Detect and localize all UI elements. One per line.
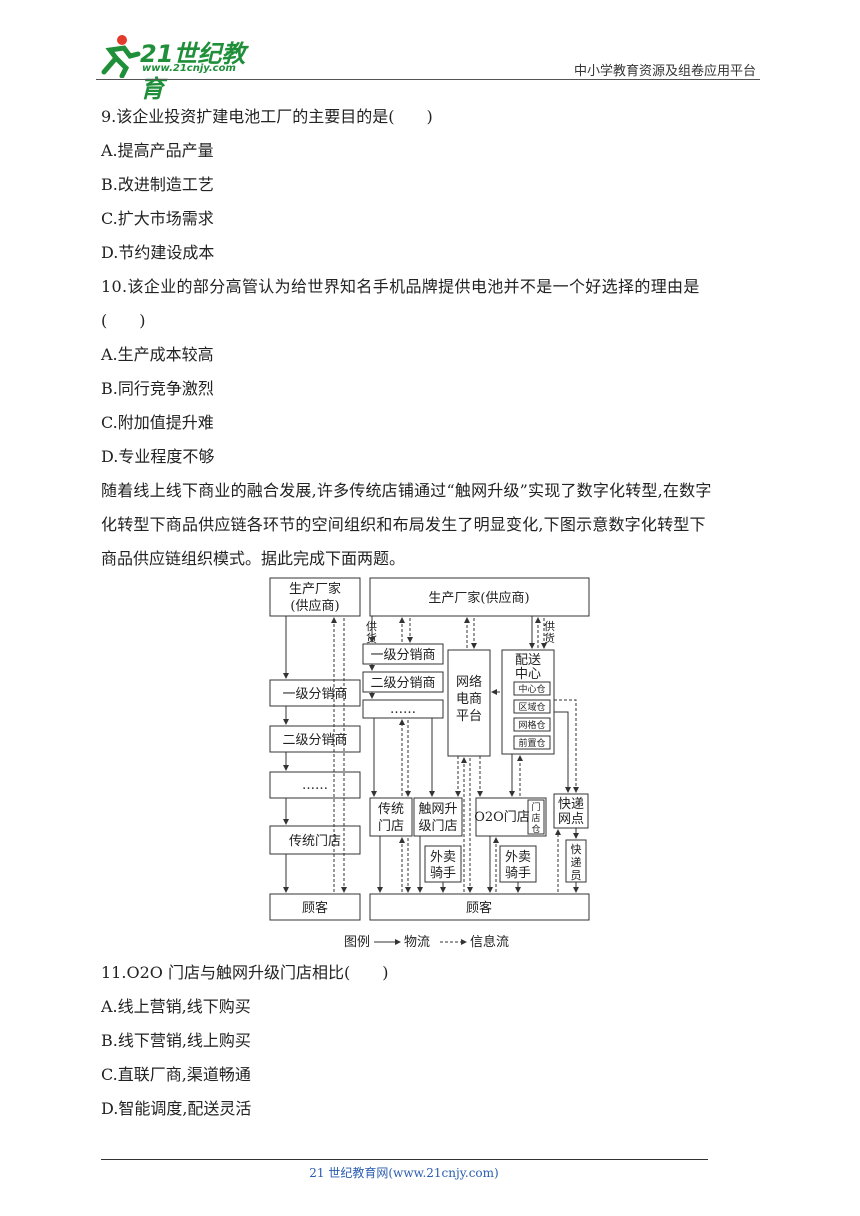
- right-customer-label: 顾客: [466, 900, 492, 916]
- ecommerce-platform-box: [447, 649, 491, 757]
- q10-option-b: B.同行竞争激烈: [101, 379, 214, 398]
- left-second-distributor-label: 二级分销商: [282, 733, 347, 748]
- courier-label-3: 员: [571, 869, 582, 882]
- left-manufacturer-label-2: (供应商): [290, 598, 339, 614]
- rider-1-label-1: 外卖: [430, 850, 456, 865]
- q9-stem: 9.该企业投资扩建电池工厂的主要目的是( ): [101, 107, 433, 126]
- o2o-store-label: O2O门店: [474, 810, 530, 825]
- left-ellipsis-box: [269, 771, 361, 799]
- mid-trad-store-label-2: 门店: [378, 819, 404, 834]
- rider-2-label-2: 骑手: [505, 866, 531, 881]
- left-traditional-store-box: [269, 825, 361, 855]
- courier-label-1: 快: [571, 843, 582, 856]
- warehouse-front: 前置仓: [518, 737, 545, 749]
- rider-1-label-2: 骑手: [430, 866, 456, 881]
- mid-second-distributor-label: 二级分销商: [370, 676, 435, 691]
- q10-option-a: A.生产成本较高: [101, 345, 214, 364]
- express-point-box: [553, 793, 589, 829]
- runner-icon: [101, 35, 141, 78]
- left-manufacturer-box: [269, 577, 361, 617]
- q11-option-c: C.直联厂商,渠道畅通: [101, 1065, 251, 1084]
- supply-label-right-2: 货: [544, 631, 555, 645]
- passage-line3: 商品供应链组织模式。据此完成下面两题。: [101, 549, 406, 568]
- mid-first-distributor-box: [362, 643, 444, 665]
- mid-trad-store-label-1: 传统: [378, 802, 404, 817]
- left-manufacturer-label-1: 生产厂家: [289, 581, 341, 597]
- mid-traditional-store-box: [369, 797, 413, 837]
- upgraded-store-label-1: 触网升: [418, 802, 457, 817]
- site-logo[interactable]: 21世纪教育 www.21cnjy.com: [96, 32, 266, 103]
- q10-stem-line1: 10.该企业的部分高管认为给世界知名手机品牌提供电池并不是一个好选择的理由是: [101, 277, 700, 296]
- question-11-block: 11.O2O 门店与触网升级门店相比( ) A.线上营销,线下购买 B.线下营销…: [101, 956, 766, 1126]
- warehouse-central: 中心仓: [518, 683, 545, 695]
- dist-center-label-1: 配送: [515, 653, 541, 668]
- mid-ellipsis-label: ……: [390, 702, 416, 717]
- express-point-label-1: 快递: [558, 797, 584, 812]
- q9-option-d: D.节约建设成本: [101, 243, 215, 262]
- rider-2-label-1: 外卖: [505, 850, 531, 865]
- mid-second-distributor-box: [362, 671, 444, 693]
- legend-label: 图例: [344, 935, 370, 950]
- left-customer-box: [269, 893, 361, 921]
- platform-label-2: 电商: [456, 692, 482, 707]
- express-point-label-2: 网点: [558, 812, 584, 827]
- q11-option-a: A.线上营销,线下购买: [101, 997, 251, 1016]
- top-manufacturer-label: 生产厂家(供应商): [428, 590, 529, 606]
- upgraded-store-box: [413, 797, 463, 837]
- store-wh-1: 门: [531, 801, 540, 813]
- warehouse-grid: 网格仓: [518, 719, 545, 731]
- header-divider: [96, 79, 760, 80]
- mid-first-distributor-label: 一级分销商: [370, 648, 435, 663]
- mid-ellipsis-box: [362, 699, 444, 719]
- q10-stem-line2: ( ): [101, 311, 146, 330]
- q11-option-d: D.智能调度,配送灵活: [101, 1099, 252, 1118]
- q10-option-d: D.专业程度不够: [101, 447, 215, 466]
- q9-option-c: C.扩大市场需求: [101, 209, 214, 228]
- left-first-distributor-box: [269, 679, 361, 707]
- questions-block: 9.该企业投资扩建电池工厂的主要目的是( ) A.提高产品产量 B.改进制造工艺…: [101, 100, 766, 576]
- courier-label-2: 递: [571, 855, 582, 869]
- warehouse-regional: 区域仓: [518, 701, 545, 713]
- left-ellipsis-label: ……: [302, 778, 328, 793]
- q11-stem: 11.O2O 门店与触网升级门店相比( ): [101, 963, 389, 982]
- o2o-store-box: [475, 797, 547, 837]
- site-tagline: 中小学教育资源及组卷应用平台: [573, 64, 756, 79]
- distribution-center-box: [501, 649, 555, 755]
- legend-logistics-label: 物流: [404, 935, 430, 950]
- q9-option-b: B.改进制造工艺: [101, 175, 214, 194]
- q9-option-a: A.提高产品产量: [101, 141, 214, 160]
- left-customer-label: 顾客: [302, 900, 328, 916]
- upgraded-store-label-2: 级门店: [418, 819, 457, 834]
- legend-info-label: 信息流: [470, 934, 509, 950]
- q11-option-b: B.线下营销,线上购买: [101, 1031, 251, 1050]
- left-traditional-store-label: 传统门店: [289, 834, 341, 849]
- supply-label-right-1: 供: [544, 619, 555, 633]
- dist-center-label-2: 中心: [515, 667, 541, 682]
- store-wh-2: 店: [531, 812, 540, 824]
- footer-divider: [101, 1159, 708, 1160]
- footer-text[interactable]: 21 世纪教育网(www.21cnjy.com): [309, 1166, 499, 1180]
- top-manufacturer-box: [369, 577, 590, 617]
- logo-url: www.21cnjy.com: [142, 63, 236, 74]
- left-first-distributor-label: 一级分销商: [282, 687, 347, 702]
- platform-label-3: 平台: [456, 709, 482, 724]
- right-customer-box: [369, 893, 590, 921]
- supply-chain-diagram: 生产厂家 (供应商) 一级分销商 二级分销商 …… 传统门店 顾客 生产厂家(供…: [262, 572, 602, 960]
- passage-line1: 随着线上线下商业的融合发展,许多传统店铺通过“触网升级”实现了数字化转型,在数字: [101, 481, 712, 500]
- platform-label-1: 网络: [456, 674, 482, 690]
- passage-line2: 化转型下商品供应链各环节的空间组织和布局发生了明显变化,下图示意数字化转型下: [101, 515, 706, 534]
- q10-option-c: C.附加值提升难: [101, 413, 214, 432]
- left-second-distributor-box: [269, 725, 361, 753]
- page-header: 21世纪教育 www.21cnjy.com 中小学教育资源及组卷应用平台: [0, 0, 860, 103]
- store-wh-3: 仓: [531, 823, 540, 835]
